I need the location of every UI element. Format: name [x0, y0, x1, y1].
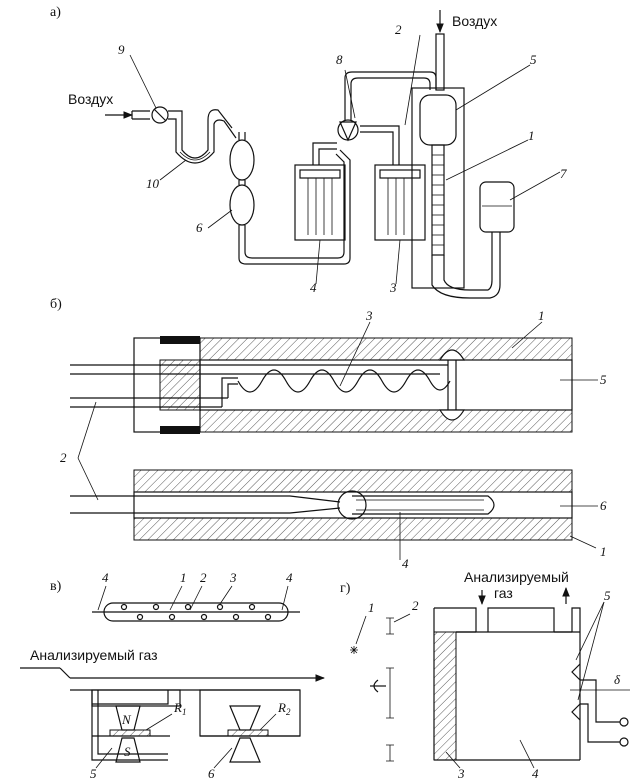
label-a-5: 5 [530, 52, 537, 67]
return-line [238, 149, 351, 265]
u-trap-10 [168, 109, 233, 159]
panel-g: г) Анализируемый газ 1 2 5 [340, 569, 630, 781]
label-b-6: 6 [600, 498, 607, 513]
gas-g-line1: Анализируемый [464, 569, 569, 585]
burette-1 [431, 144, 445, 256]
light-source-1 [350, 646, 358, 654]
label-b-1-lower: 1 [600, 544, 607, 559]
resistor-R1 [109, 729, 151, 737]
bulb-6 [229, 184, 255, 226]
element-5 [571, 663, 581, 721]
label-v-6: 6 [208, 766, 215, 781]
panel-a-label: а) [50, 5, 61, 20]
label-b-2: 2 [60, 450, 67, 465]
label-g-4: 4 [532, 766, 539, 781]
label-a-1: 1 [528, 128, 535, 143]
label-b-3: 3 [365, 308, 373, 323]
filament-3 [237, 369, 451, 393]
panel-b: б) 3 1 5 [50, 297, 607, 571]
terminal-2 [619, 737, 629, 747]
label-a-2: 2 [395, 22, 402, 37]
terminal-1 [619, 717, 629, 727]
upper-tube-wall-top [199, 337, 573, 361]
air-inlet-label: Воздух [68, 91, 113, 107]
bulb-upper [229, 139, 255, 181]
label-R1: R1 [173, 700, 186, 717]
label-a-4: 4 [310, 280, 317, 295]
label-delta: δ [614, 672, 621, 687]
vessel-3 [374, 164, 426, 241]
label-a-8: 8 [336, 52, 343, 67]
label-S: S [124, 744, 131, 759]
panel-v: в) 4 1 2 3 4 Анализируемый газ [20, 570, 325, 781]
inlet-tube [131, 110, 150, 120]
air-top-label: Воздух [452, 13, 497, 29]
label-g-1: 1 [368, 600, 375, 615]
hatched-wall-3 [433, 631, 457, 761]
lower-tube-wall-top [133, 469, 573, 493]
coil-4 [352, 495, 495, 515]
resistor-R2 [227, 729, 269, 737]
label-v-4-right: 4 [286, 570, 293, 585]
panel-b-label: б) [50, 297, 62, 312]
label-a-6: 6 [196, 220, 203, 235]
label-g-5: 5 [604, 588, 611, 603]
label-b-1: 1 [538, 308, 545, 323]
label-a-9: 9 [118, 42, 125, 57]
label-b-5: 5 [600, 372, 607, 387]
gas-label: Анализируемый газ [30, 647, 158, 663]
label-N: N [121, 712, 132, 727]
vessel-4 [294, 164, 346, 241]
panel-v-label: в) [50, 579, 62, 594]
label-v-1: 1 [180, 570, 187, 585]
magnet-S [115, 737, 141, 763]
upper-tube-wall-bottom [199, 409, 573, 433]
label-R2: R2 [277, 700, 291, 717]
label-a-3: 3 [389, 280, 397, 295]
gas-g-line2: газ [494, 585, 513, 601]
label-b-4: 4 [402, 556, 409, 571]
sensor-element [103, 602, 289, 622]
bulb-5 [419, 94, 457, 146]
panel-a: а) Воздух [50, 5, 567, 299]
label-a-7: 7 [560, 166, 567, 181]
label-v-3: 3 [229, 570, 237, 585]
label-g-2: 2 [412, 598, 419, 613]
top-line [344, 71, 437, 120]
lower-tube-wall-bottom [133, 517, 573, 541]
valve-9 [151, 106, 169, 124]
jacket [411, 87, 465, 289]
level-vessel-7 [479, 181, 515, 233]
label-v-2: 2 [200, 570, 207, 585]
panel-g-label: г) [340, 581, 351, 596]
label-a-10: 10 [146, 176, 160, 191]
label-v-5: 5 [90, 766, 97, 781]
label-g-3: 3 [457, 766, 465, 781]
label-v-4-left: 4 [102, 570, 109, 585]
